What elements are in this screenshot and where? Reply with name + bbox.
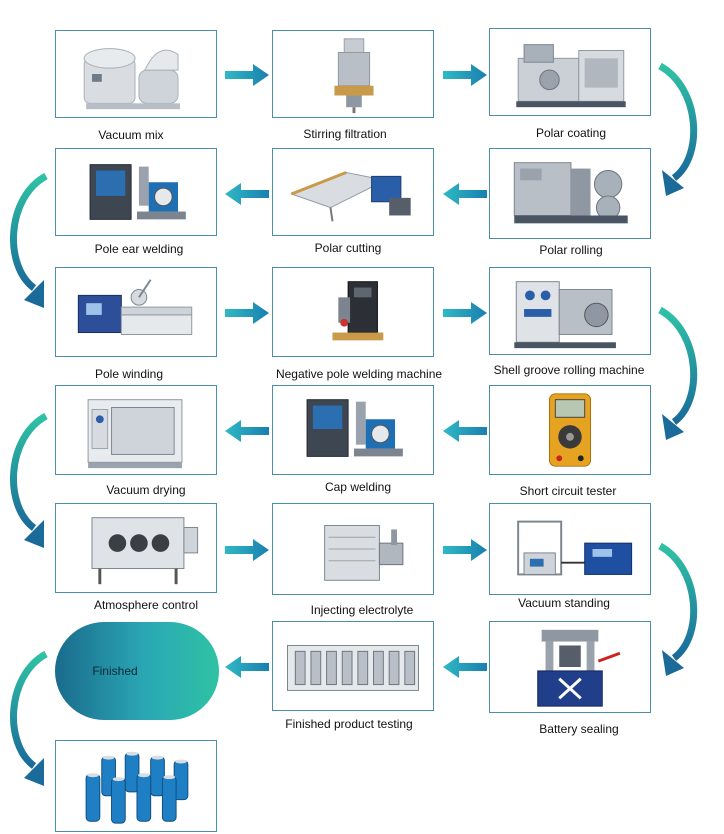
finished-batteries-box — [55, 740, 217, 832]
winding-machine-icon — [77, 279, 193, 335]
step-box-shell-groove-rolling — [489, 267, 651, 355]
rolling-press-icon — [513, 162, 628, 224]
vacuum-mixer-machine-icon — [83, 48, 180, 110]
arrow-right-icon — [443, 539, 487, 561]
step-box-polar-coating — [489, 28, 651, 116]
arrow-right-icon — [443, 64, 487, 86]
curved-arrow-down-icon — [10, 172, 48, 308]
step-label: Atmosphere control — [93, 598, 199, 612]
step-label: Finished product testing — [285, 717, 413, 731]
curved-arrow-down-icon — [658, 62, 698, 196]
arrow-left-icon — [225, 183, 269, 205]
step-box-finished-product-testing — [272, 621, 434, 711]
arrow-right-icon — [225, 302, 269, 324]
step-label: Pole winding — [94, 367, 164, 381]
vacuum-oven-icon — [87, 399, 183, 469]
step-label: Battery sealing — [539, 722, 619, 736]
coating-machine-icon — [516, 44, 626, 108]
step-box-vacuum-standing — [489, 503, 651, 595]
multimeter-icon — [548, 393, 592, 467]
crimping-press-icon — [537, 629, 621, 707]
arrow-left-icon — [443, 183, 487, 205]
cutting-table-icon — [290, 171, 411, 222]
vacuum-standing-machine-icon — [517, 520, 633, 576]
arrow-left-icon — [225, 420, 269, 442]
arrow-left-icon — [443, 656, 487, 678]
step-box-negative-pole-welding — [272, 267, 434, 357]
arrow-right-icon — [443, 302, 487, 324]
filtration-tower-icon — [334, 38, 374, 114]
arrow-left-icon — [225, 656, 269, 678]
step-label: Cap welding — [324, 480, 392, 494]
step-box-pole-ear-welding — [55, 148, 217, 236]
curved-arrow-down-icon — [658, 542, 698, 676]
finished-label: Finished — [92, 664, 138, 678]
step-box-battery-sealing — [489, 621, 651, 713]
step-box-vacuum-mix — [55, 30, 217, 118]
arrow-right-icon — [225, 64, 269, 86]
step-label: Injecting electrolyte — [310, 603, 414, 617]
battery-tester-cabinet-icon — [287, 644, 419, 691]
electrolyte-injector-icon — [324, 525, 404, 581]
finished-badge — [55, 622, 219, 720]
step-label: Vacuum standing — [518, 596, 610, 610]
arrow-left-icon — [443, 420, 487, 442]
cap-welder-icon — [306, 399, 403, 457]
curved-arrow-down-icon — [10, 412, 48, 548]
ultrasonic-welder-icon — [89, 164, 186, 220]
step-label: Polar coating — [535, 126, 607, 140]
step-box-short-circuit-tester — [489, 385, 651, 475]
step-box-polar-rolling — [489, 148, 651, 239]
step-box-polar-cutting — [272, 148, 434, 236]
curved-arrow-down-icon — [658, 306, 698, 440]
step-label: Vacuum drying — [106, 483, 186, 497]
step-box-cap-welding — [272, 385, 434, 475]
step-box-injecting-electrolyte — [272, 503, 434, 595]
step-box-atmosphere-control — [55, 503, 217, 593]
step-label: Short circuit tester — [519, 484, 617, 498]
step-box-vacuum-drying — [55, 385, 217, 475]
step-label: Shell groove rolling machine — [493, 363, 645, 377]
step-label: Polar cutting — [314, 241, 382, 255]
groove-roller-icon — [514, 281, 616, 349]
glove-box-icon — [91, 517, 199, 585]
step-box-stirring-filtration — [272, 30, 434, 118]
step-label: Stirring filtration — [303, 127, 387, 141]
cylindrical-batteries-icon — [85, 751, 189, 824]
step-label: Pole ear welding — [94, 242, 184, 256]
step-label: Vacuum mix — [98, 128, 164, 142]
spot-welder-icon — [332, 281, 384, 341]
step-label: Negative pole welding machine — [275, 367, 443, 381]
curved-arrow-down-icon — [10, 650, 48, 786]
step-box-pole-winding — [55, 267, 217, 357]
arrow-right-icon — [225, 539, 269, 561]
step-label: Polar rolling — [539, 243, 603, 257]
